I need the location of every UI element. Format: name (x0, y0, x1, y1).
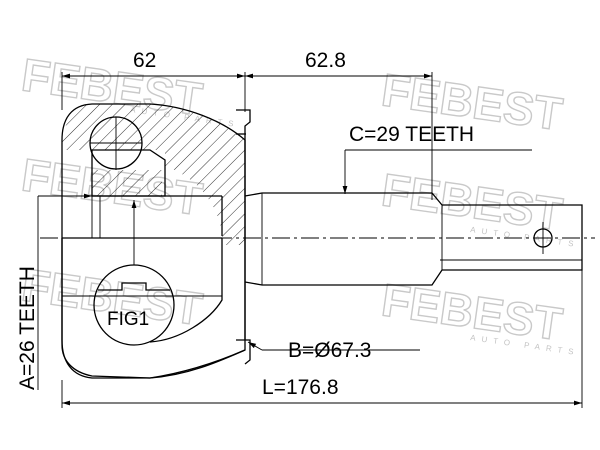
spline-a-leader (37, 193, 92, 390)
shaft (40, 192, 595, 286)
watermark-group: FEBEST FEBEST FEBEST FEBEST FEBEST FEBES… (18, 48, 580, 358)
diameter-label: B=Ø67.3 (288, 339, 371, 362)
flange (236, 109, 251, 365)
fig1-callout (93, 200, 175, 346)
spline-c-leader (342, 149, 532, 194)
fig1-label: FIG1 (107, 309, 149, 330)
length-dimension (61, 270, 583, 408)
dimension-62-8-label: 62.8 (305, 49, 346, 72)
dimension-62-label: 62 (133, 49, 156, 72)
bell-housing (61, 103, 246, 379)
length-label: L=176.8 (262, 376, 339, 399)
diameter-leader (247, 341, 420, 351)
top-dimensions (61, 72, 433, 200)
spline-c-label: C=29 TEETH (349, 123, 474, 146)
spline-a-label: A=26 TEETH (16, 266, 39, 390)
